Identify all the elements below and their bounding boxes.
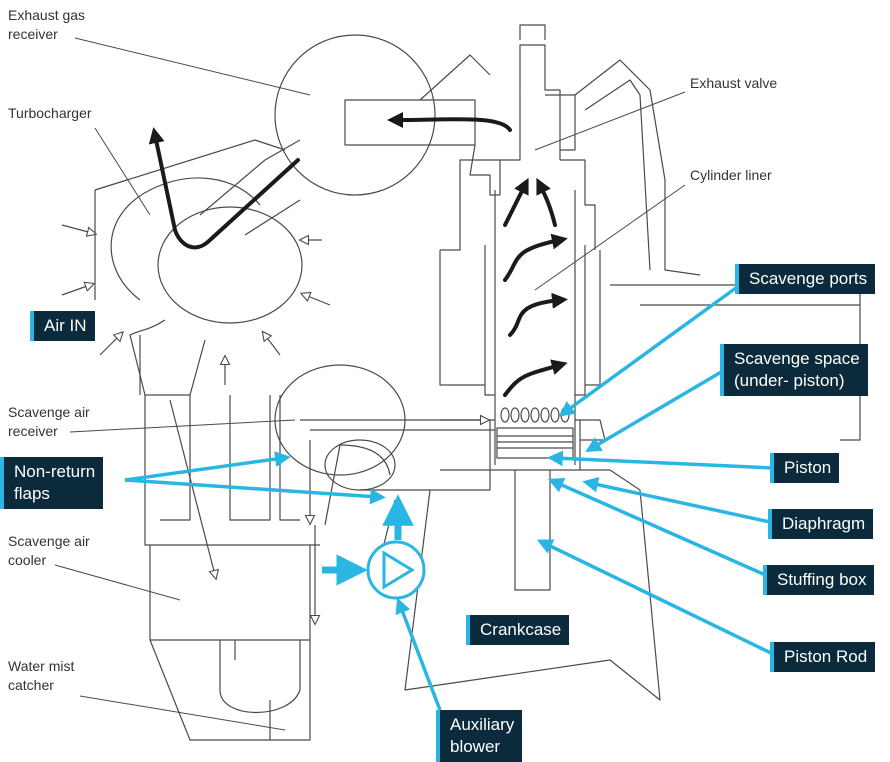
engine-outline (94, 24, 861, 741)
stuffing-box-tag: Stuffing box (763, 565, 875, 595)
auxiliary-blower-symbol (322, 494, 426, 600)
cylinder-liner-label: Cylinder liner (690, 167, 772, 183)
exhaust-gas-receiver-label: Exhaust gas receiver (8, 7, 86, 42)
scavenge-air-cooler-label: Scavenge air cooler (8, 533, 90, 568)
exhaust-valve-label: Exhaust valve (690, 75, 778, 91)
piston-rod-tag: Piston Rod (770, 642, 876, 672)
label-leaders (54, 37, 686, 731)
scavenge-space-tag: Scavenge space (under- piston) (720, 344, 868, 396)
crankcase-tag: Crankcase (466, 615, 570, 645)
scavenge-ports-tag: Scavenge ports (735, 264, 876, 294)
diaphragm-tag: Diaphragm (768, 509, 874, 539)
scavenge-port-ovals (500, 407, 570, 423)
scavenge-air-receiver-label: Scavenge air receiver (8, 404, 90, 439)
auxiliary-blower-tag: Auxiliary blower (436, 710, 523, 762)
air-in-tag: Air IN (30, 311, 95, 341)
callout-leaders (124, 283, 776, 711)
non-return-flaps-tag: Non-return flaps (0, 457, 104, 509)
air-intake-arrows (61, 224, 485, 660)
turbocharger-label: Turbocharger (8, 105, 92, 121)
gas-flow-arrows (148, 111, 568, 397)
water-mist-catcher-label: Water mist catcher (8, 658, 75, 693)
piston-tag: Piston (770, 453, 840, 483)
